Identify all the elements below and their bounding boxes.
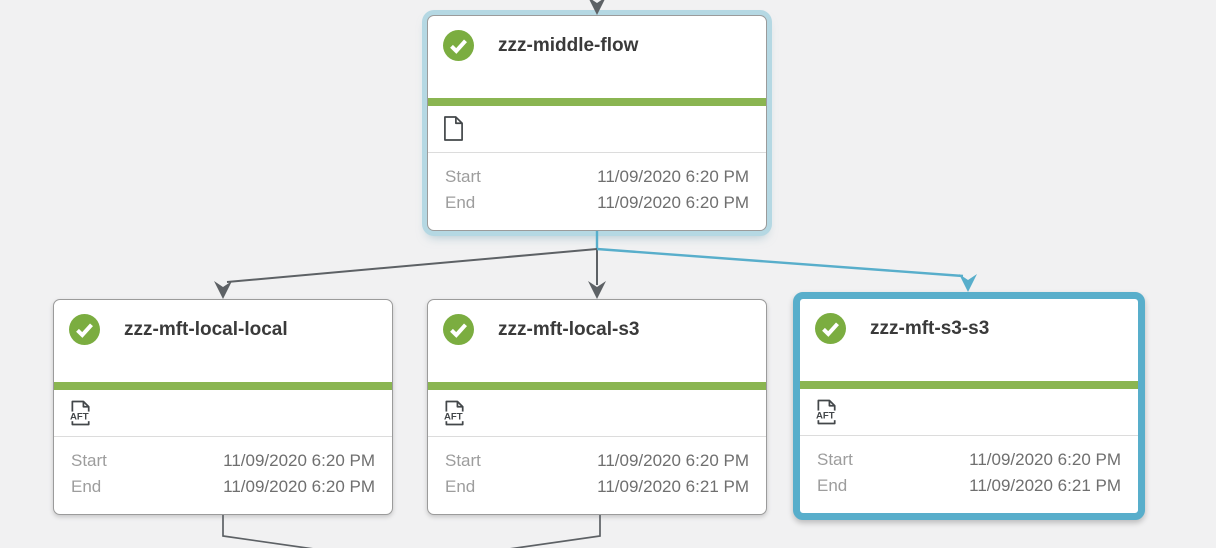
start-row: Start 11/09/2020 6:20 PM — [71, 448, 375, 474]
status-success-icon — [69, 314, 100, 345]
svg-text:AFT: AFT — [444, 412, 463, 423]
node-header: zzz-middle-flow — [428, 16, 766, 98]
node-title: zzz-mft-s3-s3 — [870, 318, 990, 339]
node-times: Start 11/09/2020 6:20 PM End 11/09/2020 … — [54, 436, 392, 500]
node-zzz-mft-local-local[interactable]: zzz-mft-local-local AFT Start 11/09/2020… — [53, 299, 393, 515]
status-success-icon — [443, 314, 474, 345]
end-value: 11/09/2020 6:21 PM — [597, 477, 749, 496]
end-label: End — [445, 193, 476, 212]
start-value: 11/09/2020 6:20 PM — [969, 450, 1121, 469]
start-value: 11/09/2020 6:20 PM — [597, 167, 749, 186]
node-title: zzz-middle-flow — [498, 35, 639, 56]
node-type-row: AFT — [428, 390, 766, 436]
progress-bar — [800, 381, 1138, 389]
node-times: Start 11/09/2020 6:20 PM End 11/09/2020 … — [428, 152, 766, 216]
edge-out-local-s3 — [509, 515, 601, 548]
start-label: Start — [71, 451, 107, 470]
document-icon — [444, 116, 463, 141]
start-row: Start 11/09/2020 6:20 PM — [445, 164, 749, 190]
status-success-icon — [443, 30, 474, 61]
svg-text:AFT: AFT — [816, 411, 835, 422]
node-type-row: AFT — [54, 390, 392, 436]
node-header: zzz-mft-local-s3 — [428, 300, 766, 382]
end-value: 11/09/2020 6:21 PM — [969, 476, 1121, 495]
start-label: Start — [445, 451, 481, 470]
progress-bar — [428, 98, 766, 106]
node-times: Start 11/09/2020 6:20 PM End 11/09/2020 … — [428, 436, 766, 500]
aft-file-transfer-icon: AFT — [815, 399, 838, 425]
node-header: zzz-mft-s3-s3 — [800, 299, 1138, 381]
progress-bar — [54, 382, 392, 390]
edge-to-local-local — [226, 248, 598, 283]
node-times: Start 11/09/2020 6:20 PM End 11/09/2020 … — [800, 435, 1138, 499]
end-label: End — [71, 477, 102, 496]
edge-incoming-arrowhead-icon — [589, 0, 605, 15]
start-row: Start 11/09/2020 6:20 PM — [445, 448, 749, 474]
status-success-icon — [815, 313, 846, 344]
edge-out-local-local — [222, 515, 314, 548]
node-zzz-middle-flow[interactable]: zzz-middle-flow Start 11/09/2020 6:20 PM… — [427, 15, 767, 231]
end-value: 11/09/2020 6:20 PM — [223, 477, 375, 496]
node-zzz-mft-s3-s3[interactable]: zzz-mft-s3-s3 AFT Start 11/09/2020 6:20 … — [793, 292, 1145, 520]
node-header: zzz-mft-local-local — [54, 300, 392, 382]
svg-text:AFT: AFT — [70, 412, 89, 423]
end-row: End 11/09/2020 6:20 PM — [445, 190, 749, 216]
edge-to-s3-s3-arrowhead-icon — [959, 274, 977, 292]
edge-to-s3-s3 — [596, 247, 964, 278]
edge-to-local-s3-arrowhead-icon — [588, 281, 606, 299]
start-value: 11/09/2020 6:20 PM — [223, 451, 375, 470]
end-row: End 11/09/2020 6:21 PM — [445, 474, 749, 500]
start-label: Start — [445, 167, 481, 186]
aft-file-transfer-icon: AFT — [443, 400, 466, 426]
edge-to-local-local-arrowhead-icon — [214, 281, 232, 299]
start-row: Start 11/09/2020 6:20 PM — [817, 447, 1121, 473]
progress-bar — [428, 382, 766, 390]
end-value: 11/09/2020 6:20 PM — [597, 193, 749, 212]
start-label: Start — [817, 450, 853, 469]
node-zzz-mft-local-s3[interactable]: zzz-mft-local-s3 AFT Start 11/09/2020 6:… — [427, 299, 767, 515]
end-row: End 11/09/2020 6:21 PM — [817, 473, 1121, 499]
node-title: zzz-mft-local-s3 — [498, 319, 640, 340]
end-label: End — [817, 476, 848, 495]
end-row: End 11/09/2020 6:20 PM — [71, 474, 375, 500]
node-title: zzz-mft-local-local — [124, 319, 288, 340]
aft-file-transfer-icon: AFT — [69, 400, 92, 426]
end-label: End — [445, 477, 476, 496]
start-value: 11/09/2020 6:20 PM — [597, 451, 749, 470]
node-type-row: AFT — [800, 389, 1138, 435]
node-type-row — [428, 106, 766, 152]
